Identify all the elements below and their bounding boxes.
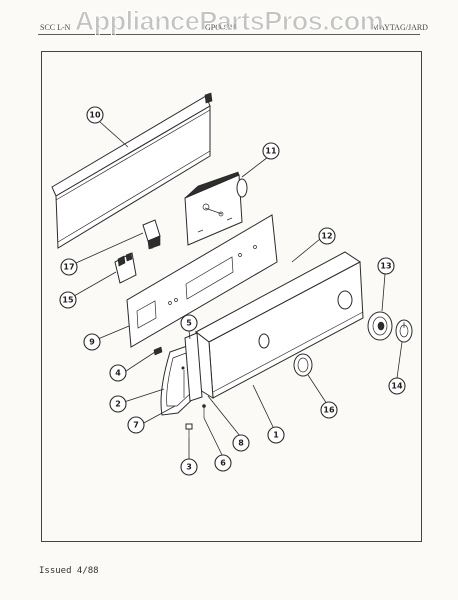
part-top-cover <box>51 92 213 249</box>
part-switch <box>142 219 161 250</box>
part-spacer <box>184 332 203 402</box>
callout-4: 4 <box>109 364 127 382</box>
part-screw <box>185 423 193 438</box>
callout-16: 16 <box>320 401 338 419</box>
callout-12: 12 <box>318 227 336 245</box>
callout-1: 1 <box>267 426 285 444</box>
header-brand: MAYTAG/JARD <box>372 23 428 32</box>
issue-date: Issued 4/88 <box>39 566 99 576</box>
header-rule <box>38 34 420 35</box>
part-clip <box>153 346 163 356</box>
svg-text:7: 7 <box>133 421 139 430</box>
svg-text:11: 11 <box>265 147 277 156</box>
svg-text:8: 8 <box>238 439 244 448</box>
svg-text:12: 12 <box>321 232 332 241</box>
svg-text:10: 10 <box>89 111 101 120</box>
part-timer-knob <box>395 319 413 343</box>
svg-text:6: 6 <box>220 459 226 468</box>
part-switch-block <box>114 252 137 284</box>
part-fastener <box>202 404 206 418</box>
callout-2: 2 <box>109 395 127 413</box>
callout-9: 9 <box>83 333 101 351</box>
header-model-code: SCC L-N <box>40 23 71 32</box>
header-page-code: GPO-C16 <box>205 23 238 32</box>
svg-text:5: 5 <box>186 319 192 328</box>
callout-5: 5 <box>180 314 198 332</box>
callout-13: 13 <box>377 257 395 275</box>
callout-6: 6 <box>214 454 232 472</box>
watermark: AppliancePartsPros.com <box>74 6 384 37</box>
callout-17: 17 <box>60 258 78 276</box>
callout-11: 11 <box>262 142 280 160</box>
svg-text:2: 2 <box>115 400 121 409</box>
callout-3: 3 <box>180 458 198 476</box>
svg-text:3: 3 <box>186 463 192 472</box>
part-timer <box>184 171 248 246</box>
svg-text:9: 9 <box>89 338 95 347</box>
svg-text:1: 1 <box>273 431 279 440</box>
diagram-frame <box>41 51 422 542</box>
part-timer-dial <box>367 311 393 341</box>
svg-text:16: 16 <box>323 406 335 415</box>
svg-text:13: 13 <box>380 262 391 271</box>
leader-lines <box>73 121 403 461</box>
callout-8: 8 <box>232 434 250 452</box>
svg-text:4: 4 <box>115 369 121 378</box>
callout-10: 10 <box>86 106 104 124</box>
callout-15: 15 <box>59 291 77 309</box>
part-push-button <box>293 353 313 377</box>
part-control-panel <box>126 214 278 348</box>
callout-14: 14 <box>388 377 406 395</box>
svg-text:15: 15 <box>62 296 74 305</box>
callout-7: 7 <box>127 416 145 434</box>
svg-text:17: 17 <box>63 263 74 272</box>
svg-text:14: 14 <box>391 382 403 391</box>
